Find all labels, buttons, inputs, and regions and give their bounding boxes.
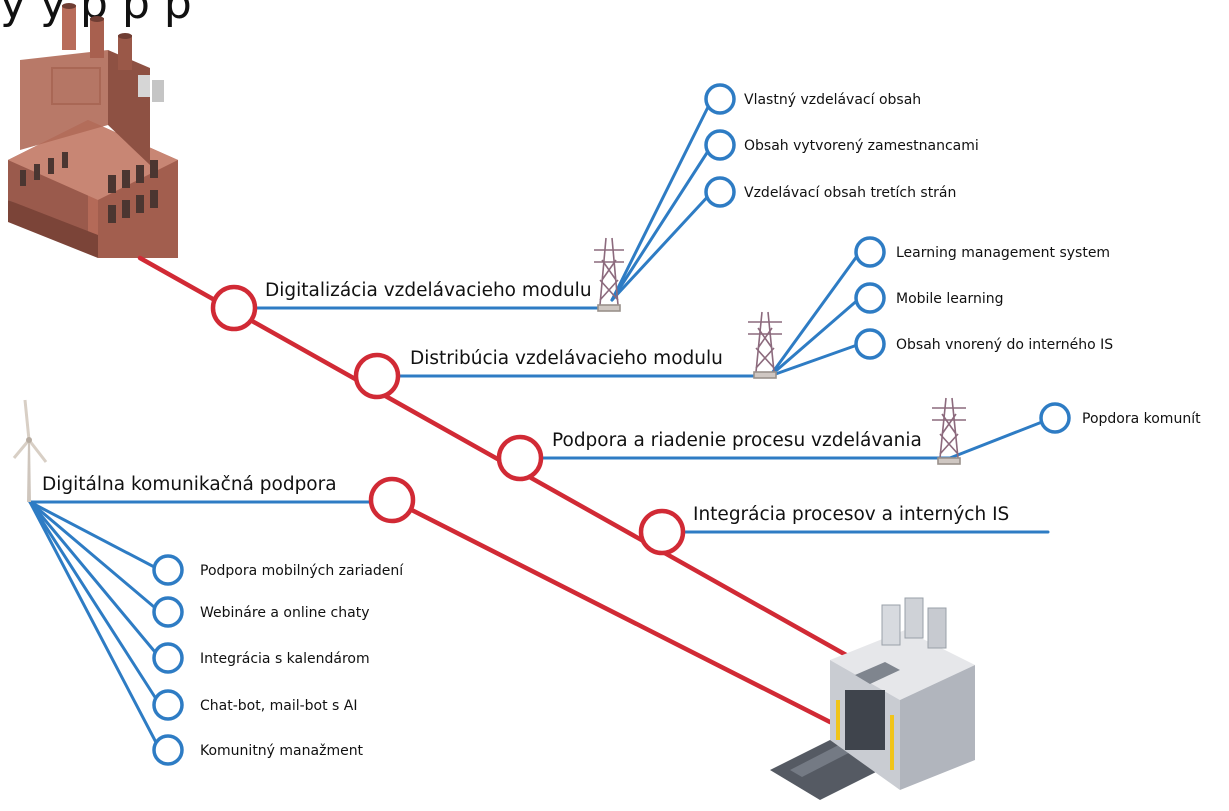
leaf-label: Obsah vnorený do interného IS	[896, 337, 1113, 353]
leaf-node-ring	[1039, 402, 1071, 434]
leaf-node-ring	[152, 734, 184, 766]
main-node-label: Distribúcia vzdelávacieho modulu	[410, 348, 723, 369]
leaf-node-ring	[152, 596, 184, 628]
leaf-label: Learning management system	[896, 245, 1110, 261]
leaf-node-ring	[854, 328, 886, 360]
leaf-node-ring	[704, 83, 736, 115]
wind-turbine-icon	[12, 399, 48, 502]
leaf-label: Integrácia s kalendárom	[200, 651, 370, 667]
leaf-node-ring	[152, 642, 184, 674]
main-node-label: Podpora a riadenie procesu vzdelávania	[552, 430, 922, 451]
old-factory-icon	[8, 3, 178, 258]
power-tower-icon	[594, 237, 624, 312]
leaf-label: Vlastný vzdelávací obsah	[744, 92, 921, 108]
leaf-label: Popdora komunít	[1082, 411, 1201, 427]
leaf-label: Podpora mobilných zariadení	[200, 563, 404, 579]
leaf-label: Webináre a online chaty	[200, 605, 369, 621]
power-tower-icon	[748, 311, 782, 379]
main-node-label: Integrácia procesov a interných IS	[693, 504, 1009, 525]
main-node-ring	[353, 352, 401, 400]
secondary-red-line	[389, 497, 833, 725]
leaf-node-ring	[704, 176, 736, 208]
power-tower-icon	[932, 397, 966, 465]
leaf-node-ring	[704, 129, 736, 161]
leaf-label: Komunitný manažment	[200, 743, 364, 759]
leaf-node-ring	[152, 689, 184, 721]
main-node-ring	[638, 508, 686, 556]
main-node-ring	[210, 284, 258, 332]
modern-factory-icon	[770, 597, 975, 800]
leaf-label: Mobile learning	[896, 291, 1004, 307]
leaf-label: Obsah vytvorený zamestnancami	[744, 138, 979, 154]
secondary-node-label: Digitálna komunikačná podpora	[42, 474, 337, 495]
leaf-label: Chat-bot, mail-bot s AI	[200, 698, 358, 714]
leaf-node-ring	[854, 236, 886, 268]
main-node-ring	[368, 476, 416, 524]
leaf-node-ring	[152, 554, 184, 586]
leaf-label: Vzdelávací obsah tretích strán	[744, 185, 956, 201]
main-node-label: Digitalizácia vzdelávacieho modulu	[265, 280, 592, 301]
leaf-node-ring	[854, 282, 886, 314]
main-node-ring	[496, 434, 544, 482]
